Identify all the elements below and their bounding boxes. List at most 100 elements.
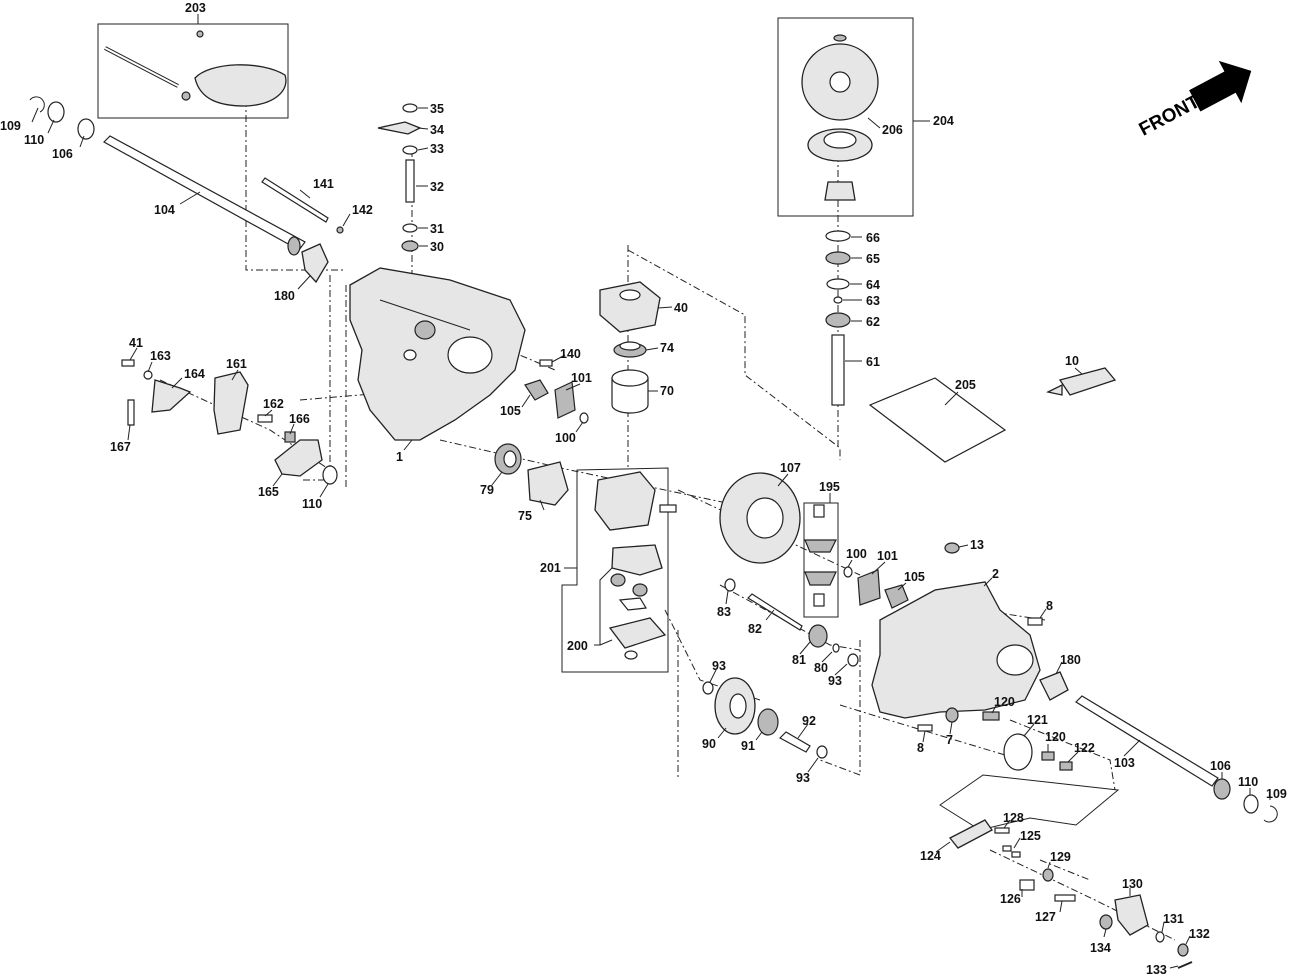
part-40-block <box>599 281 661 333</box>
callout-105: 105 <box>904 570 925 584</box>
callout-204: 204 <box>933 114 954 128</box>
part-140-bolt <box>539 359 553 367</box>
callout-93: 93 <box>796 771 810 785</box>
part-105-101-100-left <box>524 379 589 424</box>
callout-70: 70 <box>660 384 674 398</box>
callout-82: 82 <box>748 622 762 636</box>
part-2-housing-right <box>871 542 1043 719</box>
callout-120: 120 <box>994 695 1015 709</box>
part-stack-30-35 <box>377 103 422 252</box>
kit-box-203 <box>97 23 289 119</box>
callout-31: 31 <box>430 222 444 236</box>
callout-93: 93 <box>828 674 842 688</box>
part-79-bearing <box>494 443 522 475</box>
callout-64: 64 <box>866 278 880 292</box>
callout-41: 41 <box>129 336 143 350</box>
front-label: FRONT <box>1136 91 1204 140</box>
callout-130: 130 <box>1122 877 1143 891</box>
callout-166: 166 <box>289 412 310 426</box>
part-stack-61-66 <box>825 230 851 406</box>
callout-128: 128 <box>1003 811 1024 825</box>
callout-109: 109 <box>0 119 21 133</box>
callout-101: 101 <box>877 549 898 563</box>
part-104-axle-left <box>29 96 329 284</box>
callout-40: 40 <box>674 301 688 315</box>
callout-132: 132 <box>1189 927 1210 941</box>
callout-100: 100 <box>555 431 576 445</box>
callout-121: 121 <box>1027 713 1048 727</box>
callout-120: 120 <box>1045 730 1066 744</box>
kit-box-204 <box>777 17 914 217</box>
callout-74: 74 <box>660 341 674 355</box>
callout-32: 32 <box>430 180 444 194</box>
callout-140: 140 <box>560 347 581 361</box>
callout-162: 162 <box>263 397 284 411</box>
callout-141: 141 <box>313 177 334 191</box>
part-90-gear-group <box>702 677 828 759</box>
callout-107: 107 <box>780 461 801 475</box>
callout-201: 201 <box>540 561 561 575</box>
part-1-housing-left <box>349 267 526 441</box>
callout-63: 63 <box>866 294 880 308</box>
callout-180: 180 <box>1060 653 1081 667</box>
part-75-motor-block <box>527 461 569 506</box>
callout-203: 203 <box>185 1 206 15</box>
callout-163: 163 <box>150 349 171 363</box>
callout-106: 106 <box>52 147 73 161</box>
callout-30: 30 <box>430 240 444 254</box>
kit-box-195 <box>803 502 839 618</box>
callout-142: 142 <box>352 203 373 217</box>
callout-131: 131 <box>1163 912 1184 926</box>
part-82-shaft-group <box>724 578 859 667</box>
callout-122: 122 <box>1074 741 1095 755</box>
callout-7: 7 <box>946 733 953 747</box>
front-direction-indicator: FRONT <box>1136 60 1252 141</box>
part-107-gear <box>719 472 801 564</box>
callout-161: 161 <box>226 357 247 371</box>
callout-164: 164 <box>184 367 205 381</box>
callout-91: 91 <box>741 739 755 753</box>
callout-92: 92 <box>802 714 816 728</box>
callout-leaders <box>31 14 1271 969</box>
callout-93: 93 <box>712 659 726 673</box>
part-103-axle-right <box>1075 695 1278 823</box>
callout-35: 35 <box>430 102 444 116</box>
callout-79: 79 <box>480 483 494 497</box>
part-10-tool <box>1046 367 1117 396</box>
callout-180: 180 <box>274 289 295 303</box>
callout-34: 34 <box>430 123 444 137</box>
part-141-rod <box>261 177 329 223</box>
callout-66: 66 <box>866 231 880 245</box>
callout-103: 103 <box>1114 756 1135 770</box>
part-linkage-161-167 <box>121 359 338 485</box>
callout-83: 83 <box>717 605 731 619</box>
callout-104: 104 <box>154 203 175 217</box>
callout-127: 127 <box>1035 910 1056 924</box>
part-142-pin <box>336 226 344 234</box>
part-205-bag <box>868 377 1007 463</box>
part-204-fan-pulley <box>801 34 879 201</box>
callout-101: 101 <box>571 371 592 385</box>
callout-90: 90 <box>702 737 716 751</box>
callout-129: 129 <box>1050 850 1071 864</box>
callout-200: 200 <box>567 639 588 653</box>
part-105-101-100-right <box>843 566 909 609</box>
callout-125: 125 <box>1020 829 1041 843</box>
part-70-cylinder-block <box>611 369 649 414</box>
callout-13: 13 <box>970 538 984 552</box>
callout-75: 75 <box>518 509 532 523</box>
callout-167: 167 <box>110 440 131 454</box>
part-201-valve-kit <box>594 471 677 660</box>
callout-61: 61 <box>866 355 880 369</box>
callout-8: 8 <box>917 741 924 755</box>
callout-126: 126 <box>1000 892 1021 906</box>
callout-10: 10 <box>1065 354 1079 368</box>
callout-134: 134 <box>1090 941 1111 955</box>
kit-box-124 <box>939 774 1120 831</box>
front-arrow-icon <box>1189 60 1252 112</box>
callout-110: 110 <box>24 133 44 147</box>
callout-62: 62 <box>866 315 880 329</box>
callout-205: 205 <box>955 378 976 392</box>
part-lever-124-134 <box>948 819 1193 969</box>
callout-80: 80 <box>814 661 828 675</box>
